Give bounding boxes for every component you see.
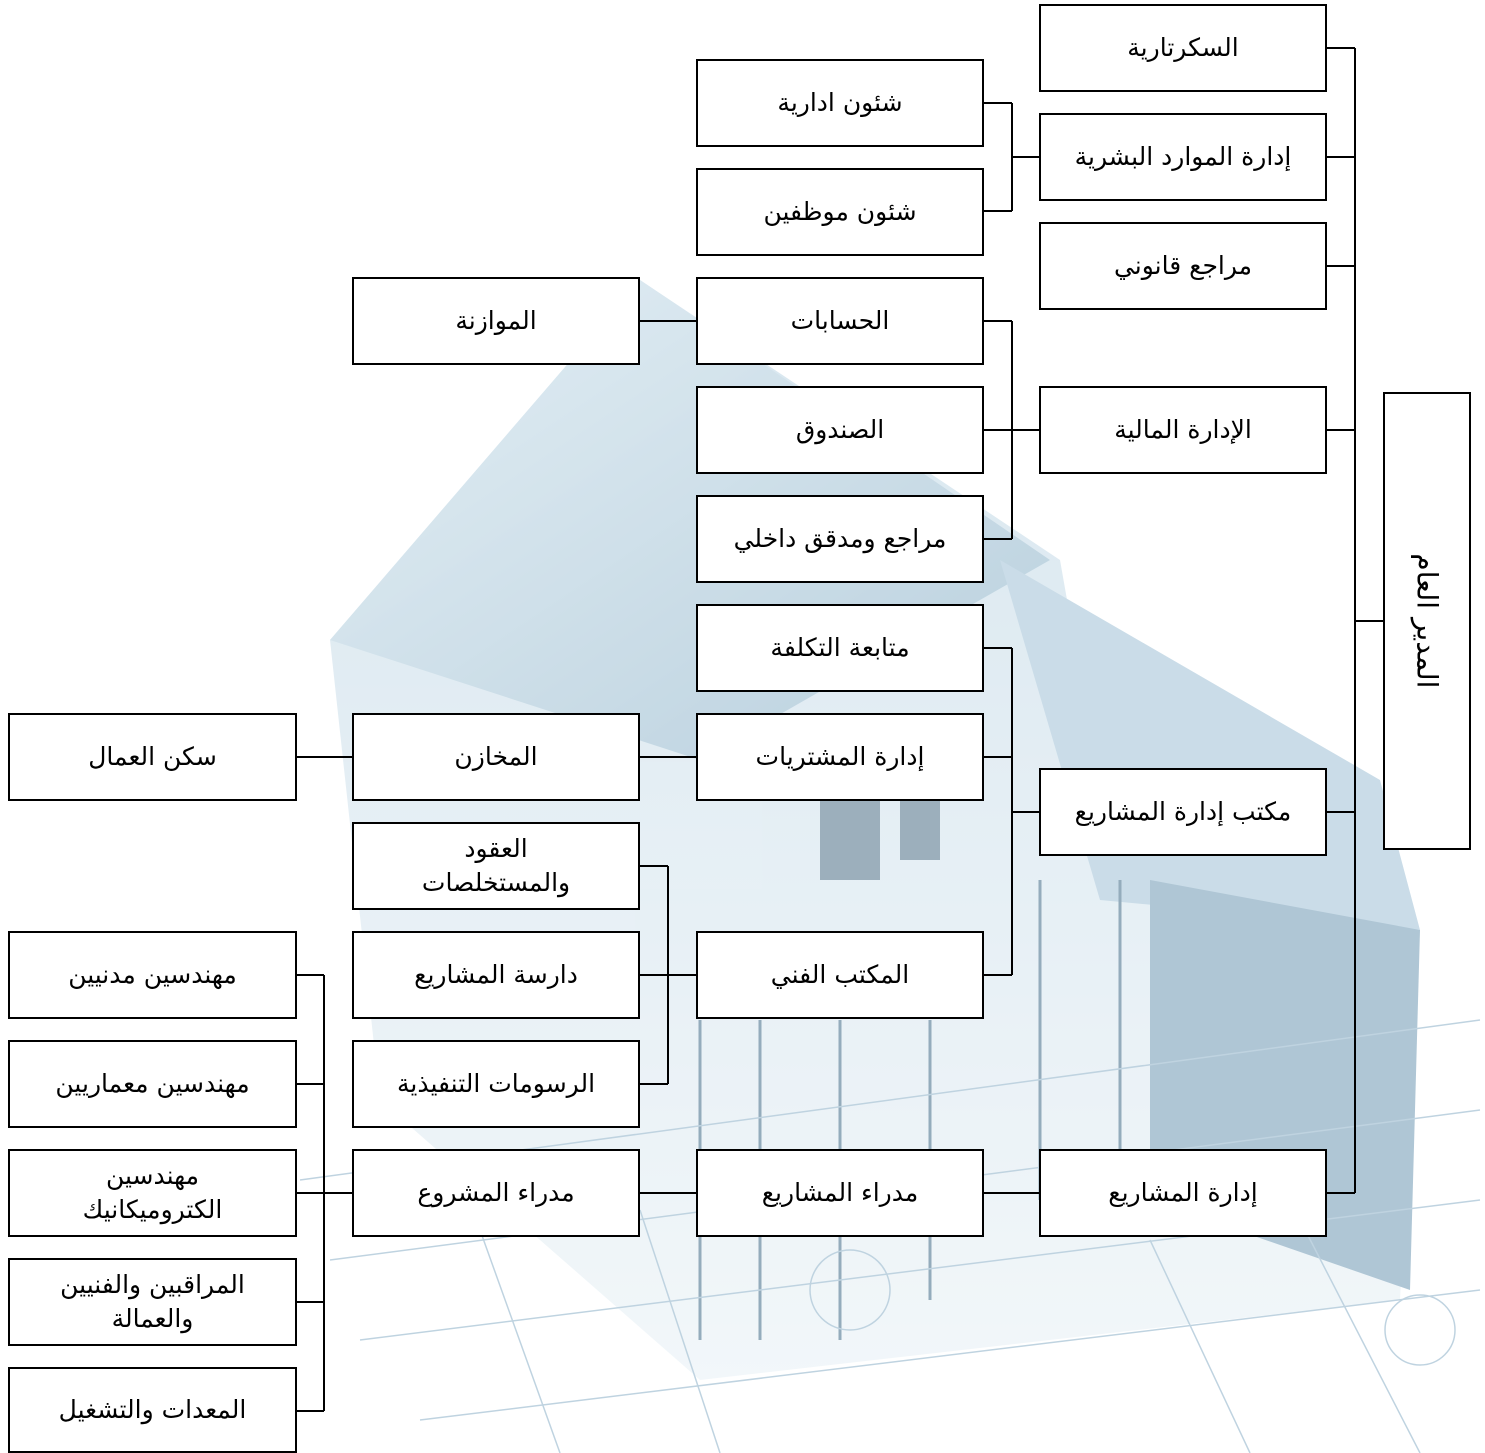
node-internal-auditor: مراجع ومدقق داخلي <box>696 495 984 583</box>
node-project-study: دارسة المشاريع <box>352 931 640 1019</box>
node-general-manager-label: المدير العام <box>1410 553 1444 689</box>
node-electromechanical: مهندسين الكتروميكانيك <box>8 1149 297 1237</box>
node-project-manager: مدراء المشروع <box>352 1149 640 1237</box>
node-technical-office: المكتب الفني <box>696 931 984 1019</box>
node-civil-engineers: مهندسين مدنيين <box>8 931 297 1019</box>
node-secretary: السكرتارية <box>1039 4 1327 92</box>
node-supervisors: المراقبين والفنيين والعمالة <box>8 1258 297 1346</box>
node-admin-affairs: شئون ادارية <box>696 59 984 147</box>
node-general-manager: المدير العام <box>1383 392 1471 850</box>
node-legal: مراجع قانوني <box>1039 222 1327 310</box>
node-accounts: الحسابات <box>696 277 984 365</box>
node-staff-affairs: شئون موظفين <box>696 168 984 256</box>
node-warehouses: المخازن <box>352 713 640 801</box>
node-shop-drawings: الرسومات التنفيذية <box>352 1040 640 1128</box>
node-hr: إدارة الموارد البشرية <box>1039 113 1327 201</box>
node-workers-housing: سكن العمال <box>8 713 297 801</box>
node-finance: الإدارة المالية <box>1039 386 1327 474</box>
node-equipment: المعدات والتشغيل <box>8 1367 297 1453</box>
node-projects-dept: إدارة المشاريع <box>1039 1149 1327 1237</box>
node-architects: مهندسين معماريين <box>8 1040 297 1128</box>
node-budget: الموازنة <box>352 277 640 365</box>
node-pmo: مكتب إدارة المشاريع <box>1039 768 1327 856</box>
node-contracts: العقود والمستخلصات <box>352 822 640 910</box>
node-cost-control: متابعة التكلفة <box>696 604 984 692</box>
node-procurement: إدارة المشتريات <box>696 713 984 801</box>
node-project-managers: مدراء المشاريع <box>696 1149 984 1237</box>
node-cashbox: الصندوق <box>696 386 984 474</box>
